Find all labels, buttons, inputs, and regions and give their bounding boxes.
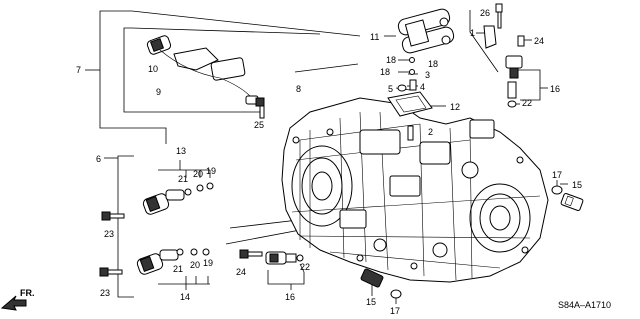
callout-24-bottom: 24 bbox=[236, 267, 246, 277]
bolt-25 bbox=[255, 97, 265, 119]
bolt-23-upper bbox=[101, 211, 125, 221]
callout-18-lower: 18 bbox=[380, 67, 390, 77]
callout-1: 1 bbox=[470, 28, 475, 38]
callout-24-right: 24 bbox=[534, 36, 544, 46]
callout-23-upper: 23 bbox=[104, 229, 114, 239]
callout-23-lower: 23 bbox=[100, 288, 110, 298]
diagram-ref-code: S84A–A1710 bbox=[558, 300, 611, 310]
solenoid-valve-assembly bbox=[397, 8, 455, 54]
callout-8: 8 bbox=[296, 84, 301, 94]
callout-labels: 1 2 3 4 5 6 7 8 9 10 11 12 13 14 15 15 1… bbox=[76, 8, 582, 316]
callout-19-upper: 19 bbox=[206, 166, 216, 176]
transmission-case bbox=[281, 97, 549, 283]
callout-20-upper: 20 bbox=[193, 169, 203, 179]
bolt-24-bottom bbox=[239, 249, 263, 259]
callout-16-bottom: 16 bbox=[285, 292, 295, 302]
callout-26: 26 bbox=[480, 8, 490, 18]
filter-plate bbox=[387, 91, 433, 117]
solenoid-13 bbox=[142, 182, 214, 215]
small-parts-cluster bbox=[397, 57, 417, 141]
callout-9: 9 bbox=[156, 87, 161, 97]
front-label: FR. bbox=[20, 288, 35, 298]
callout-21-lower: 21 bbox=[173, 264, 183, 274]
callout-20-lower: 20 bbox=[190, 260, 200, 270]
callout-18-upper: 18 bbox=[386, 55, 396, 65]
front-arrow-icon bbox=[0, 295, 27, 311]
callout-17-bottom: 17 bbox=[390, 306, 400, 316]
bolts bbox=[99, 3, 503, 277]
callout-14: 14 bbox=[180, 292, 190, 302]
callout-12: 12 bbox=[450, 102, 460, 112]
callout-4: 4 bbox=[420, 82, 425, 92]
solenoid-14 bbox=[136, 248, 210, 275]
callout-25: 25 bbox=[254, 120, 264, 130]
speed-sensor-right bbox=[483, 25, 525, 108]
sensor-15-right bbox=[551, 185, 584, 211]
callout-15-bottom: 15 bbox=[366, 297, 376, 307]
callout-18-right: 18 bbox=[428, 59, 438, 69]
callout-11: 11 bbox=[370, 32, 379, 42]
callout-17-right: 17 bbox=[552, 170, 562, 180]
bolt-23-lower bbox=[99, 267, 123, 277]
speed-sensor-bottom bbox=[265, 251, 304, 265]
callout-13: 13 bbox=[176, 146, 186, 156]
callout-22-bottom: 22 bbox=[300, 262, 310, 272]
shift-solenoid-upper bbox=[146, 35, 259, 105]
callout-22-right: 22 bbox=[522, 98, 532, 108]
callout-7: 7 bbox=[76, 65, 81, 75]
callout-3: 3 bbox=[425, 70, 430, 80]
callout-2: 2 bbox=[428, 127, 433, 137]
callout-16-right: 16 bbox=[550, 84, 560, 94]
sensor-15-bottom bbox=[360, 268, 402, 299]
callout-10: 10 bbox=[148, 64, 158, 74]
callout-19-lower: 19 bbox=[203, 258, 213, 268]
callout-21-upper: 21 bbox=[178, 174, 188, 184]
callout-15-right: 15 bbox=[572, 180, 582, 190]
callout-5: 5 bbox=[388, 84, 393, 94]
bolt-26 bbox=[495, 3, 503, 29]
callout-6: 6 bbox=[96, 154, 101, 164]
